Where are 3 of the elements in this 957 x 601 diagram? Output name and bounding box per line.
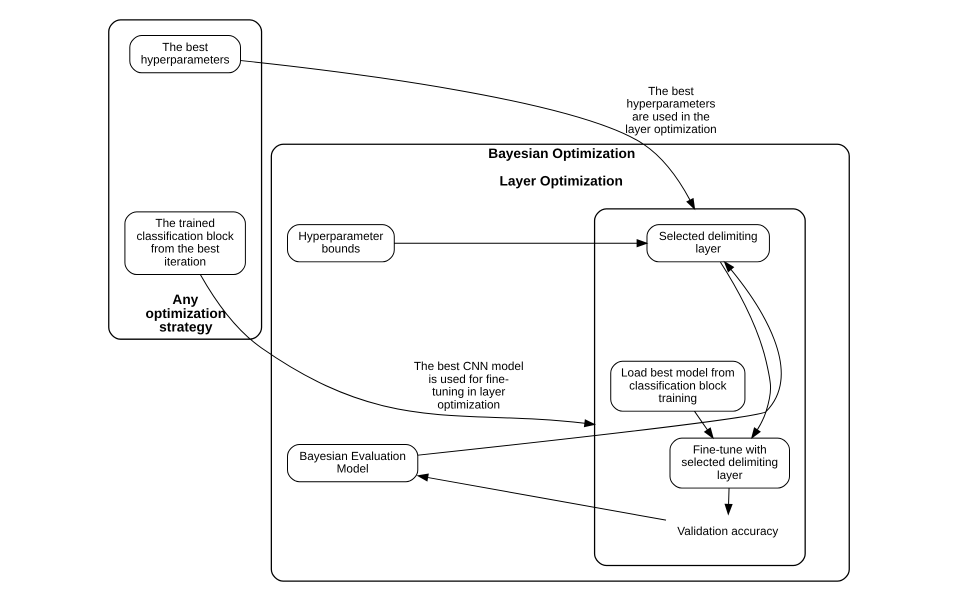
- edge-label: The best hyperparameters are used in the layer optimization: [624, 84, 716, 136]
- edge-label: The best CNN model is used for fine-tuning in layer optimization: [413, 360, 524, 412]
- node-text: Validation accuracy: [676, 525, 778, 538]
